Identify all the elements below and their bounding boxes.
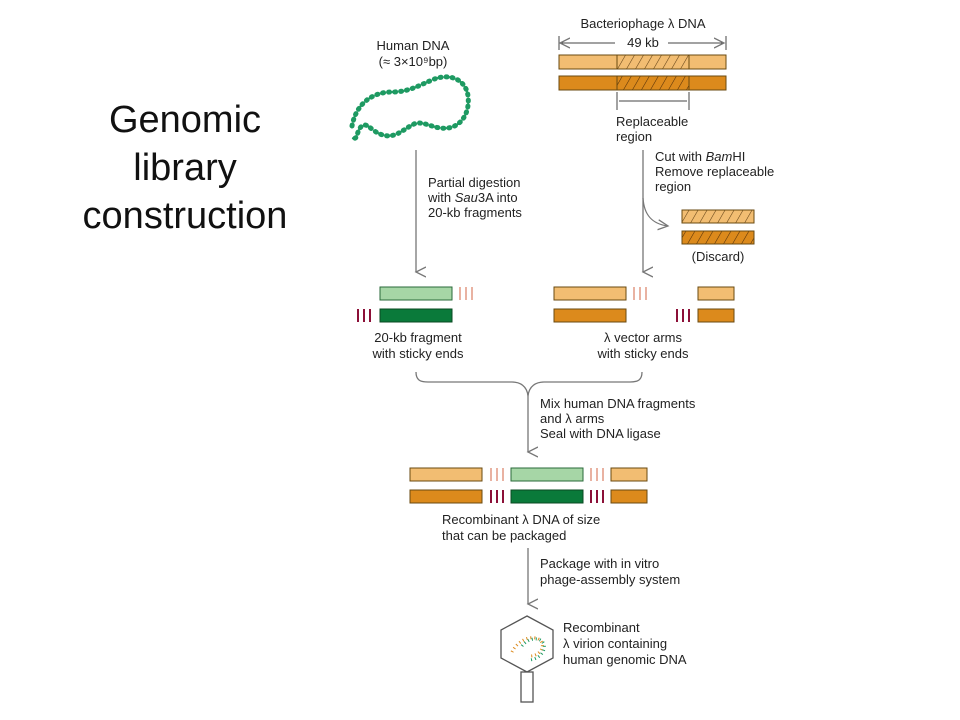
step-cut-text: Remove replaceable [655,164,774,179]
step-digest-text: 20-kb fragments [428,205,522,220]
fragment-label: with sticky ends [371,346,464,361]
slide-title: Genomic library construction [60,96,310,240]
fragment-strand-bottom [379,308,453,323]
fragment-strand-top [379,286,453,301]
left-arm-top [553,286,627,301]
replaceable-label: region [616,129,652,144]
recombinant-insert-top [510,467,584,482]
replaceable-region-top [616,54,690,70]
sticky-end-dark [357,309,371,322]
recombinant-label: Recombinant λ DNA of size [442,512,600,527]
title-line: library [133,147,237,189]
left-arm-bottom [553,308,627,323]
sticky-end-light [590,468,604,481]
step-cut-text: region [655,179,691,194]
replaceable-label: Replaceable [616,114,688,129]
fragment-label: 20-kb fragment [374,330,462,345]
sticky-end-light [490,468,504,481]
human-dna-helix-icon [349,74,471,141]
discard-label: (Discard) [692,249,745,264]
step-package-text: Package with in vitro [540,556,659,571]
sticky-end-light [633,287,647,300]
recombinant-right-arm-bottom [610,489,648,504]
lambda-dna-label: Bacteriophage λ DNA [580,16,705,31]
recombinant-right-arm-top [610,467,648,482]
step-package-text: phage-assembly system [540,572,680,587]
human-dna-size: (≈ 3×10⁹bp) [379,54,448,69]
right-arm-bottom [697,308,735,323]
step-mix-text: Mix human DNA fragments [540,396,696,411]
right-arm-top [697,286,735,301]
lambda-virion-icon [500,615,554,703]
recombinant-left-arm-top [409,467,483,482]
arrow-discard-icon [642,197,668,226]
replaceable-region-bottom [616,75,690,91]
recombinant-insert-bottom [510,489,584,504]
recombinant-left-arm-bottom [409,489,483,504]
discard-strand-bottom [681,230,755,245]
step-mix-text: Seal with DNA ligase [540,426,661,441]
step-cut-text: Cut with BamHI [655,149,745,164]
sticky-end-dark [676,309,690,322]
virion-label: Recombinant [563,620,640,635]
virion-label: λ virion containing [563,636,667,651]
sticky-end-dark [590,490,604,503]
discard-strand-top [681,209,755,224]
title-line: construction [82,195,288,237]
virion-label: human genomic DNA [563,652,687,667]
human-dna-label: Human DNA [377,38,450,53]
step-mix-text: and λ arms [540,411,605,426]
arms-label: with sticky ends [596,346,689,361]
sticky-end-light [459,287,473,300]
merge-bracket-icon [415,371,643,397]
step-digest-text: with Sau3A into [427,190,518,205]
recombinant-label: that can be packaged [442,528,566,543]
lambda-dna-length: 49 kb [627,35,659,50]
arms-label: λ vector arms [604,330,683,345]
sticky-end-dark [490,490,504,503]
step-digest-text: Partial digestion [428,175,521,190]
title-line: Genomic [108,99,262,141]
